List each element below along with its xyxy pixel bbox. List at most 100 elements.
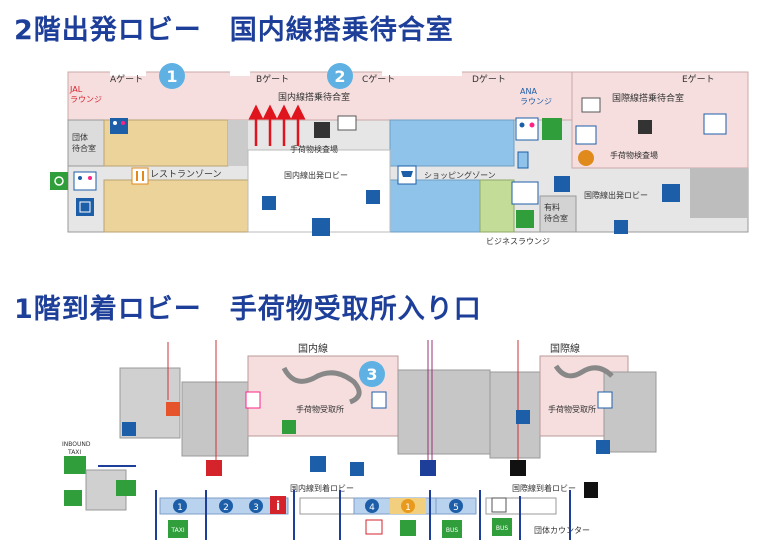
baggage-carousel (553, 364, 614, 379)
elevator-icon (516, 410, 530, 424)
baby-bottle-icon (517, 151, 529, 169)
exit-1 (173, 499, 187, 513)
ana-lounge-line2: ラウンジ (520, 97, 552, 106)
intl-arrival-lobby-label: 国際線到着ロビー (512, 483, 576, 493)
inbound-taxi-line1: INBOUND (62, 441, 91, 448)
restroom-icon (575, 125, 597, 145)
gate-c-label: Cゲート (362, 73, 395, 85)
gate-notch (110, 68, 146, 76)
marker-2-label: 2 (334, 67, 345, 86)
atm-icon (584, 482, 598, 498)
escalator-icon (614, 220, 628, 234)
group-waiting-room (67, 119, 105, 167)
taxi-icon (168, 520, 188, 538)
jal-lounge-line2: ラウンジ (70, 95, 102, 104)
baggage-icon (314, 122, 330, 138)
restroom-icon (703, 113, 727, 135)
wheelchair-icon (50, 172, 68, 190)
gate-notch (230, 68, 250, 76)
bicycle-icon (64, 490, 82, 506)
international-label: 国際線 (550, 342, 580, 355)
jal-lounge-line1: JAL (69, 85, 83, 94)
floor1-block-center (397, 369, 491, 455)
group-counter-label: 団体カウンター (534, 525, 590, 535)
restroom-icon (371, 391, 387, 409)
info-icon (270, 496, 286, 514)
marker-1 (159, 63, 185, 89)
floor1-map: 3 国内線 国際線 手荷物受取所 手荷物受取所 国内線到着ロビー 国際線到着ロビ… (62, 340, 657, 540)
restroom-icon (420, 460, 436, 476)
restroom-icon (597, 391, 613, 409)
restroom-icon (73, 171, 97, 191)
exit-3-label: 3 (253, 503, 259, 513)
bus-icon-2 (492, 518, 512, 536)
bus-info-icon (491, 497, 507, 513)
wheelchair-icon (542, 118, 562, 140)
elevator-icon (310, 456, 326, 472)
escalator-icon (262, 196, 276, 210)
tax-free-icon (400, 520, 416, 536)
marker-3-label: 3 (366, 365, 377, 384)
elevator-icon (76, 198, 94, 216)
smoking-icon (581, 97, 601, 113)
exit-1-label: 1 (177, 503, 183, 513)
exit-4-label: 4 (369, 503, 375, 513)
lobby-gap (299, 497, 355, 515)
bus-label: BUS (446, 527, 459, 534)
gate-notch (382, 68, 462, 76)
gate-e-label: Eゲート (682, 73, 715, 85)
restaurant-zone-lower (103, 179, 249, 233)
exit-2-label: 2 (223, 503, 229, 513)
escalator-icon (350, 462, 364, 476)
corridor (228, 120, 248, 166)
floor1-block-far-right (603, 371, 657, 453)
restroom-icon (110, 118, 128, 134)
restroom-icon (515, 117, 539, 141)
exit-3 (249, 499, 263, 513)
group-waiting-line1: 団体 (72, 132, 88, 142)
wheelchair-icon (516, 210, 534, 228)
paid-waiting-room (539, 195, 577, 233)
wheelchair-icon (282, 420, 296, 434)
intl-gray-block (690, 168, 748, 218)
bus-icon (442, 520, 462, 538)
restroom-icon (510, 460, 526, 476)
floor2-title: 2階出発ロビー 国内線搭乗待合室 (14, 15, 454, 46)
restroom-icon (206, 460, 222, 476)
intl-baggage-inspection-label: 手荷物検査場 (610, 150, 658, 160)
paid-waiting-line1: 有料 (544, 202, 560, 212)
marker-1-label: 1 (166, 67, 177, 86)
elevator-icon (312, 218, 330, 236)
marker-3 (359, 361, 385, 387)
elevator-icon (122, 422, 136, 436)
gate-b-label: Bゲート (256, 73, 289, 85)
baggage-icon (638, 120, 652, 134)
restaurant-zone-label: レストランゾーン (150, 169, 222, 180)
paid-waiting-line2: 待合室 (544, 213, 568, 223)
exit-orange-label: 1 (405, 503, 411, 513)
shopping-zone-upper (389, 119, 515, 167)
floor2-map: 1 2 Aゲート Bゲート Cゲート Dゲート Eゲート JAL ラウンジ AN… (50, 63, 749, 246)
exit-2 (219, 499, 233, 513)
shopping-zone-lower (389, 179, 481, 233)
elevator-icon (596, 440, 610, 454)
exit-4 (365, 499, 379, 513)
restroom-icon (511, 181, 539, 205)
floor1-title: 1階到着ロビー 手荷物受取所入り口 (14, 294, 482, 325)
exit-5 (449, 499, 463, 513)
boarding-arrows (248, 104, 306, 146)
floor1-block (181, 381, 249, 457)
international-waiting-label: 国際線搭乗待合室 (612, 92, 684, 104)
domestic-departure-lobby-label: 国内線出発ロビー (284, 170, 348, 180)
bus-label-2: BUS (496, 525, 509, 532)
shopping-cart-icon (397, 165, 417, 185)
inbound-taxi-line2: TAXI (67, 449, 81, 456)
ana-lounge-line1: ANA (520, 87, 537, 96)
intl-departure-lobby-label: 国際線出発ロビー (584, 190, 648, 200)
baggage-carousel (281, 366, 362, 405)
info-icon-label: i (276, 499, 280, 513)
escalator-icon (366, 190, 380, 204)
exit-orange (401, 499, 415, 513)
baggage-claim-label: 手荷物受取所 (296, 404, 344, 414)
